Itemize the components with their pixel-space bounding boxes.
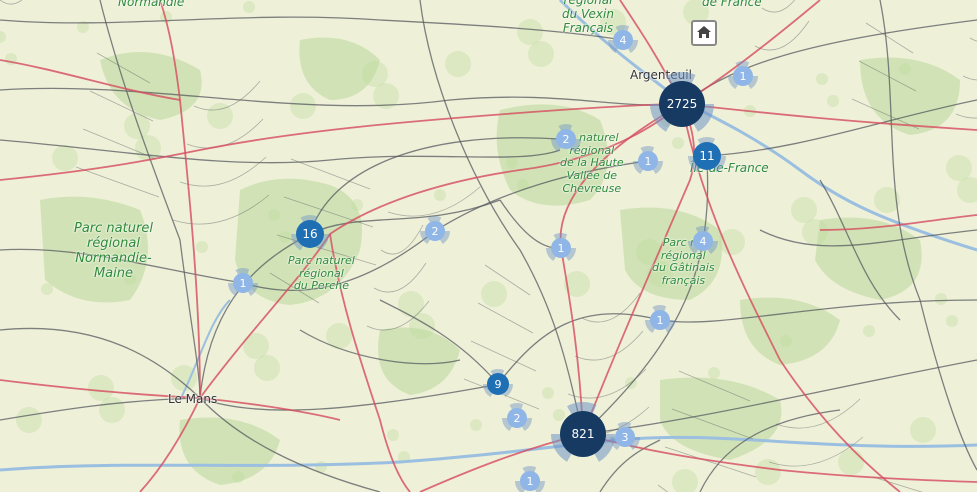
region-label: de France — [702, 0, 762, 9]
home-button[interactable] — [691, 20, 717, 46]
home-icon — [696, 24, 712, 43]
region-label: rc naturel régional de la Haute Vallée d… — [560, 131, 624, 195]
cluster-marker[interactable]: 2 — [507, 408, 527, 428]
cluster-marker[interactable]: 2725 — [659, 81, 705, 127]
region-label: régional du Vexin Français — [562, 0, 614, 35]
cluster-marker[interactable]: 3 — [615, 427, 635, 447]
cluster-marker[interactable]: 1 — [233, 273, 253, 293]
cluster-marker[interactable]: 9 — [487, 373, 509, 395]
cluster-marker[interactable]: 11 — [693, 142, 721, 170]
cluster-marker[interactable]: 1 — [520, 471, 540, 491]
cluster-marker[interactable]: 2 — [425, 221, 445, 241]
city-label: Le Mans — [168, 392, 218, 406]
region-label: Parc naturel régional Normandie- Maine — [74, 221, 153, 281]
region-label: Normandie — [118, 0, 185, 9]
cluster-marker[interactable]: 1 — [638, 151, 658, 171]
cluster-marker[interactable]: 16 — [296, 220, 324, 248]
cluster-marker[interactable]: 1 — [733, 66, 753, 86]
cluster-marker[interactable]: 821 — [560, 411, 606, 457]
cluster-marker[interactable]: 2 — [556, 129, 576, 149]
region-label: Parc naturel régional du Perche — [288, 254, 355, 293]
cluster-marker[interactable]: 4 — [693, 231, 713, 251]
cluster-marker[interactable]: 1 — [551, 238, 571, 258]
cluster-marker[interactable]: 4 — [613, 30, 633, 50]
cluster-marker[interactable]: 1 — [650, 310, 670, 330]
